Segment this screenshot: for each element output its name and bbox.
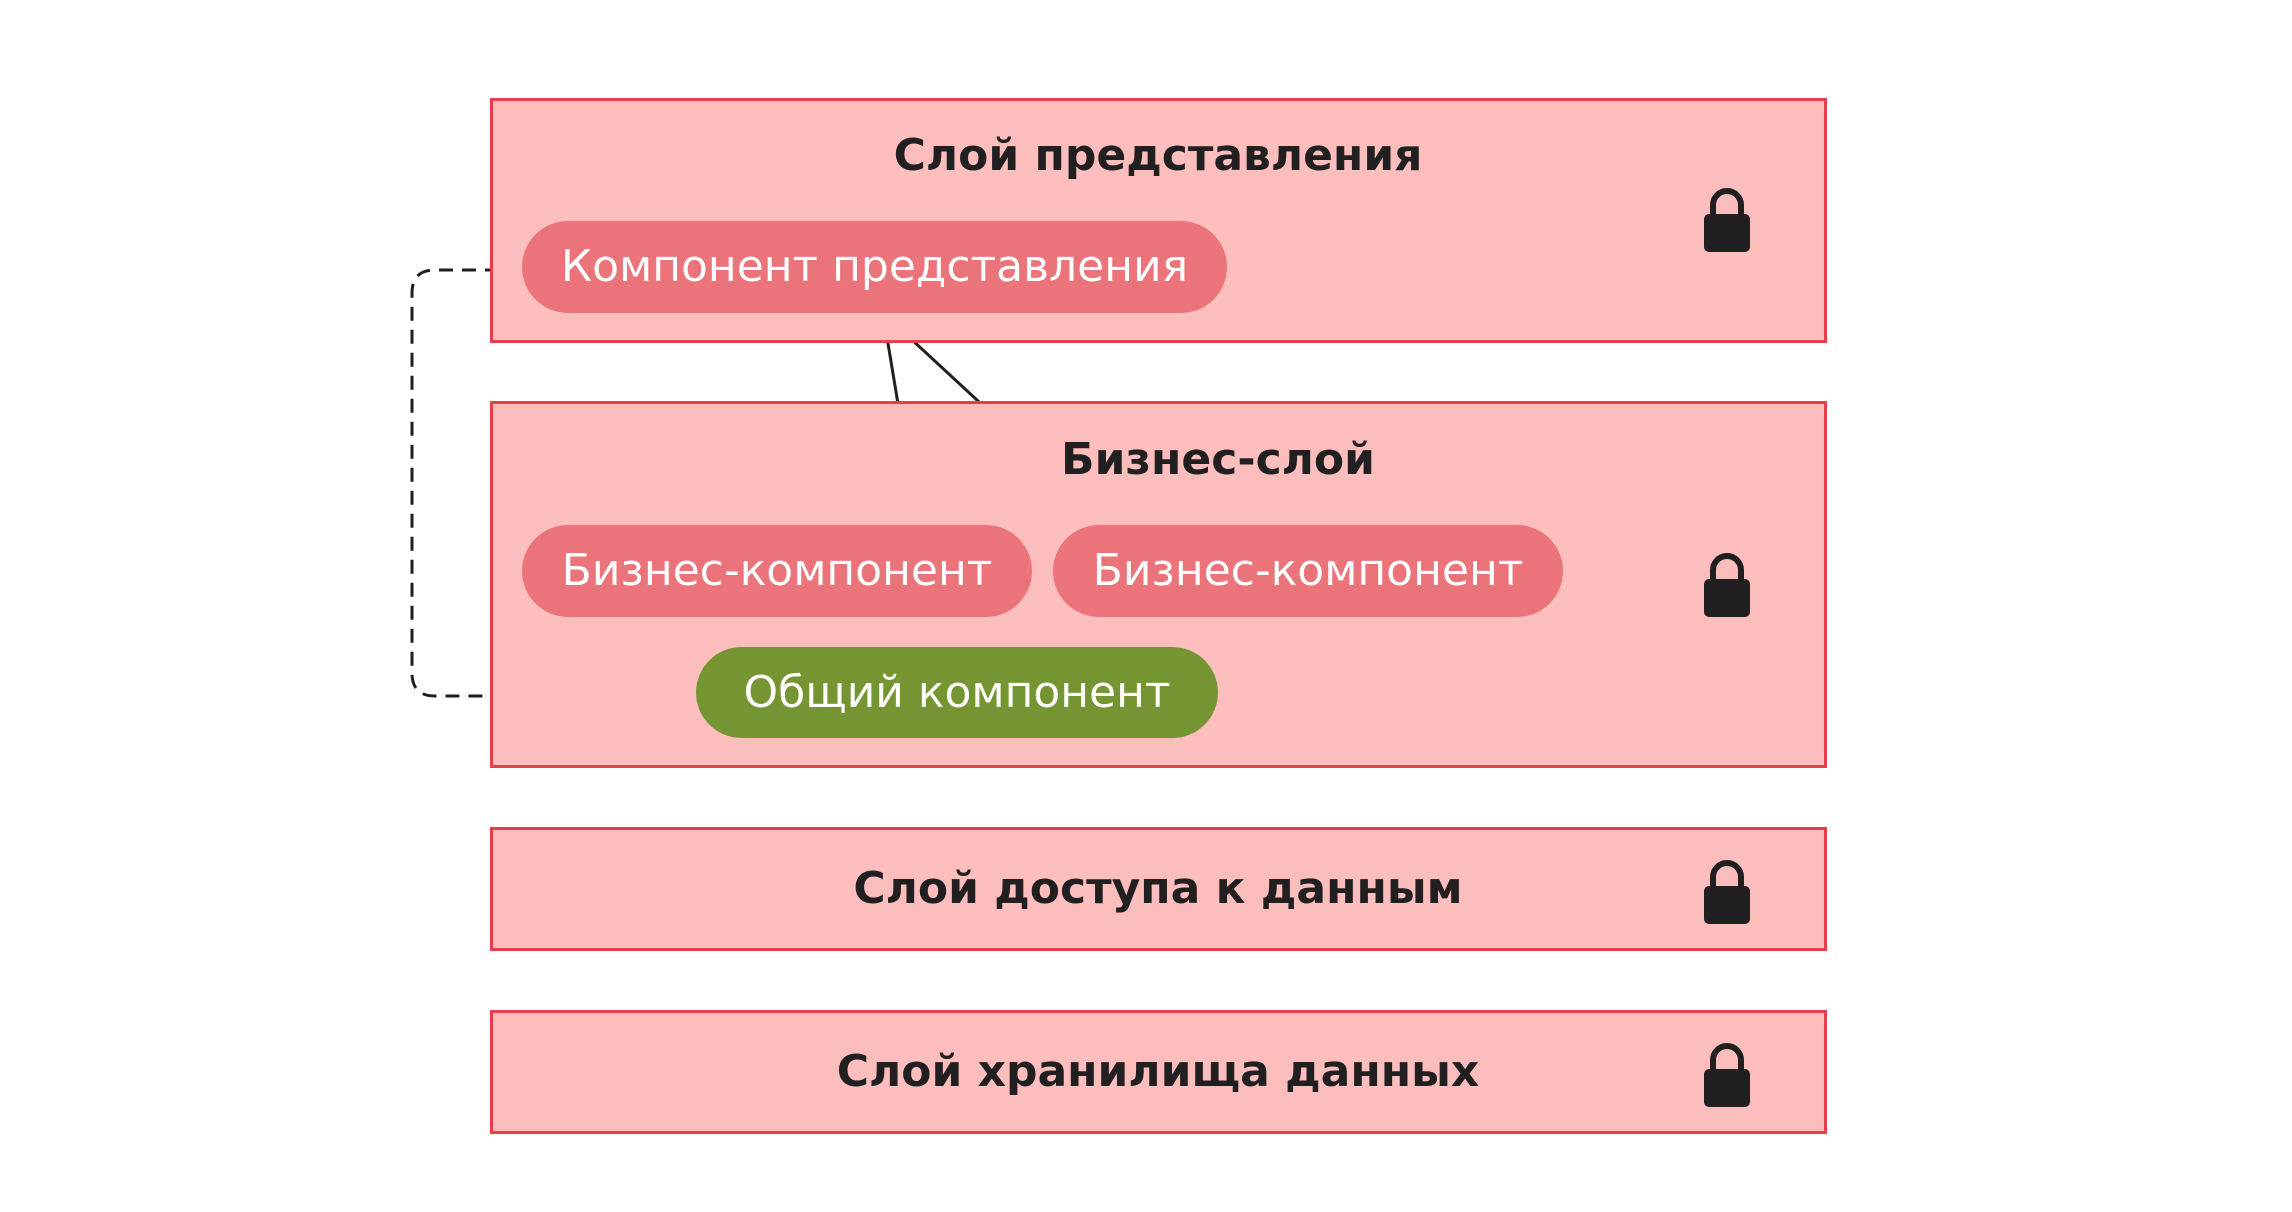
data-access-layer — [490, 827, 1827, 951]
lock-icon — [1704, 553, 1750, 617]
presentation-component: Компонент представления — [522, 221, 1227, 313]
data-access-layer-title: Слой доступа к данным — [853, 863, 1463, 914]
dependency-arrow — [410, 268, 696, 702]
storage-layer-title: Слой хранилища данных — [836, 1046, 1480, 1097]
business-layer-title: Бизнес-слой — [1061, 434, 1375, 485]
storage-layer — [490, 1010, 1827, 1134]
lock-icon — [1704, 188, 1750, 252]
business-component-2: Бизнес-компонент — [1053, 525, 1563, 617]
shared-component: Общий компонент — [696, 647, 1218, 738]
business-component-1: Бизнес-компонент — [522, 525, 1032, 617]
lock-icon — [1704, 1043, 1750, 1107]
lock-icon — [1704, 860, 1750, 924]
presentation-layer-title: Слой представления — [893, 130, 1423, 181]
